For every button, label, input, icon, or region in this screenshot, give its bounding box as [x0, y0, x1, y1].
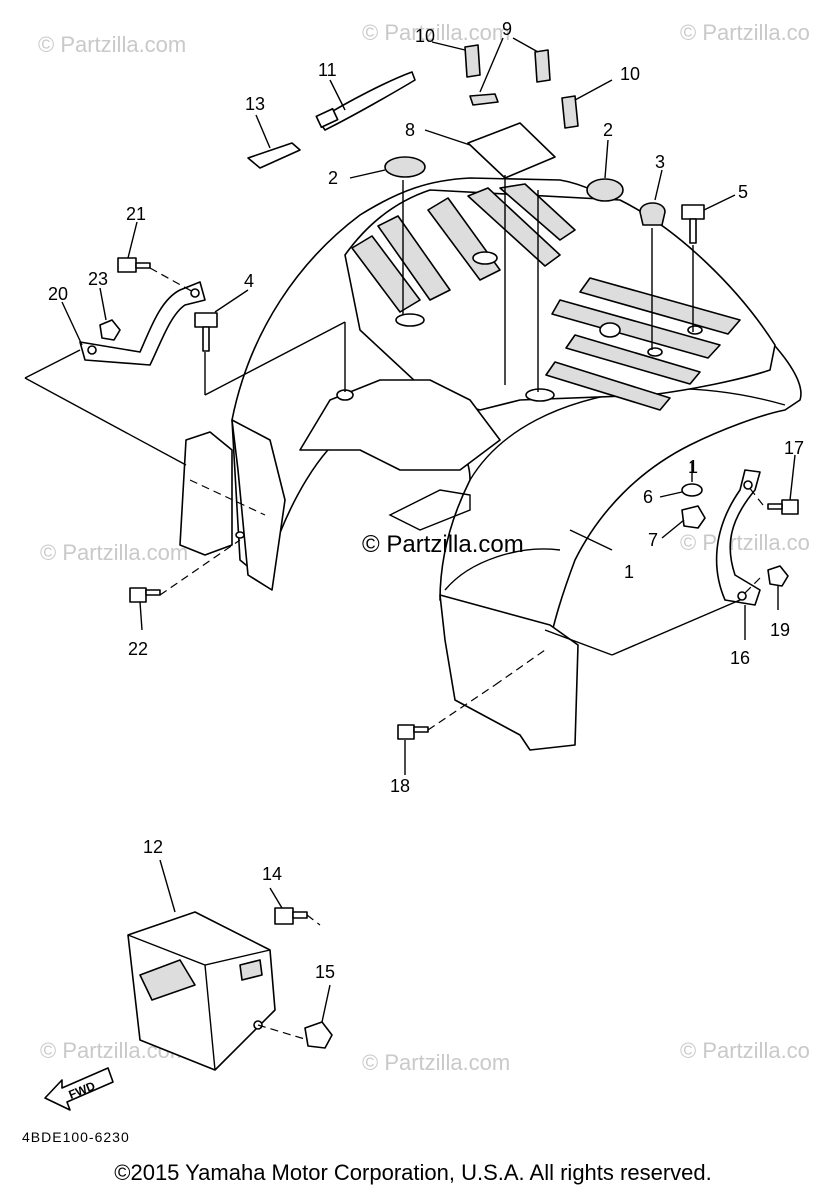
fwd-label: FWD	[67, 1079, 98, 1102]
callout-19: 19	[770, 620, 790, 640]
callouts: 10 9 10 11 13 8 2 2 3 5 21 4 23 20 1 17 …	[48, 19, 804, 982]
diagram-code: 4BDE100-6230	[22, 1129, 130, 1145]
callout-1: 1	[688, 457, 698, 477]
callout-23: 23	[88, 269, 108, 289]
mount-hole	[599, 322, 621, 338]
callout-9: 9	[502, 19, 512, 39]
callout-8: 8	[405, 120, 415, 140]
watermark: © Partzilla.co	[680, 530, 810, 555]
callout-22: 22	[128, 639, 148, 659]
mount-hole	[525, 388, 555, 402]
callout-1: 1	[624, 562, 634, 582]
bolt	[397, 724, 429, 740]
watermark: © Partzilla.co	[680, 20, 810, 45]
callout-4: 4	[244, 271, 254, 291]
mount-hole	[687, 325, 703, 335]
clip	[247, 142, 301, 169]
bracket-left	[79, 281, 206, 366]
callout-3: 3	[655, 152, 665, 172]
callout-10: 10	[415, 26, 435, 46]
pad	[534, 49, 551, 83]
callout-14: 14	[262, 864, 282, 884]
nut	[681, 505, 706, 529]
callout-18: 18	[390, 776, 410, 796]
callout-10: 10	[620, 64, 640, 84]
watermark-center: © Partzilla.com	[362, 531, 524, 558]
pad	[467, 122, 556, 179]
pad	[469, 93, 499, 106]
nut	[99, 319, 121, 341]
callout-2: 2	[603, 120, 613, 140]
callout-15: 15	[315, 962, 335, 982]
strap	[317, 71, 416, 131]
storage-box	[127, 911, 276, 1071]
cap	[639, 202, 666, 226]
bolt	[129, 587, 161, 603]
callout-20: 20	[48, 284, 68, 304]
nut	[304, 1021, 333, 1049]
watermark: © Partzilla.co	[680, 1038, 810, 1063]
mud-flap-left	[179, 431, 233, 556]
callout-2: 2	[328, 168, 338, 188]
washer	[681, 483, 703, 497]
mount-hole	[395, 313, 425, 327]
callout-13: 13	[245, 94, 265, 114]
watermark: © Partzilla.com	[38, 32, 186, 57]
bracket-right	[715, 469, 761, 606]
pad	[561, 95, 579, 129]
callout-17: 17	[784, 438, 804, 458]
watermark: © Partzilla.com	[362, 20, 510, 45]
callout-21: 21	[126, 204, 146, 224]
callout-16: 16	[730, 648, 750, 668]
nut	[767, 565, 789, 587]
mount-hole	[647, 347, 663, 357]
watermark: © Partzilla.com	[362, 1050, 510, 1075]
bolt	[194, 312, 218, 352]
bolt	[117, 257, 151, 273]
callout-11: 11	[318, 60, 337, 80]
watermark: © Partzilla.com	[40, 540, 188, 565]
callout-6: 6	[643, 487, 653, 507]
bolt	[767, 499, 799, 515]
callout-7: 7	[648, 530, 658, 550]
leader-lines	[24, 37, 796, 1023]
rear-fender	[231, 177, 802, 751]
callout-12: 12	[143, 837, 163, 857]
copyright-notice: ©2015 Yamaha Motor Corporation, U.S.A. A…	[114, 1160, 712, 1185]
rubber-cap	[586, 178, 624, 202]
bolt	[681, 204, 705, 244]
callout-5: 5	[738, 182, 748, 202]
rubber-cap	[384, 156, 426, 178]
bolt	[274, 907, 308, 925]
mount-hole	[472, 251, 498, 265]
mud-flap-hole	[235, 531, 245, 539]
pad	[464, 44, 481, 78]
fwd-arrow-icon: FWD	[44, 1067, 114, 1111]
